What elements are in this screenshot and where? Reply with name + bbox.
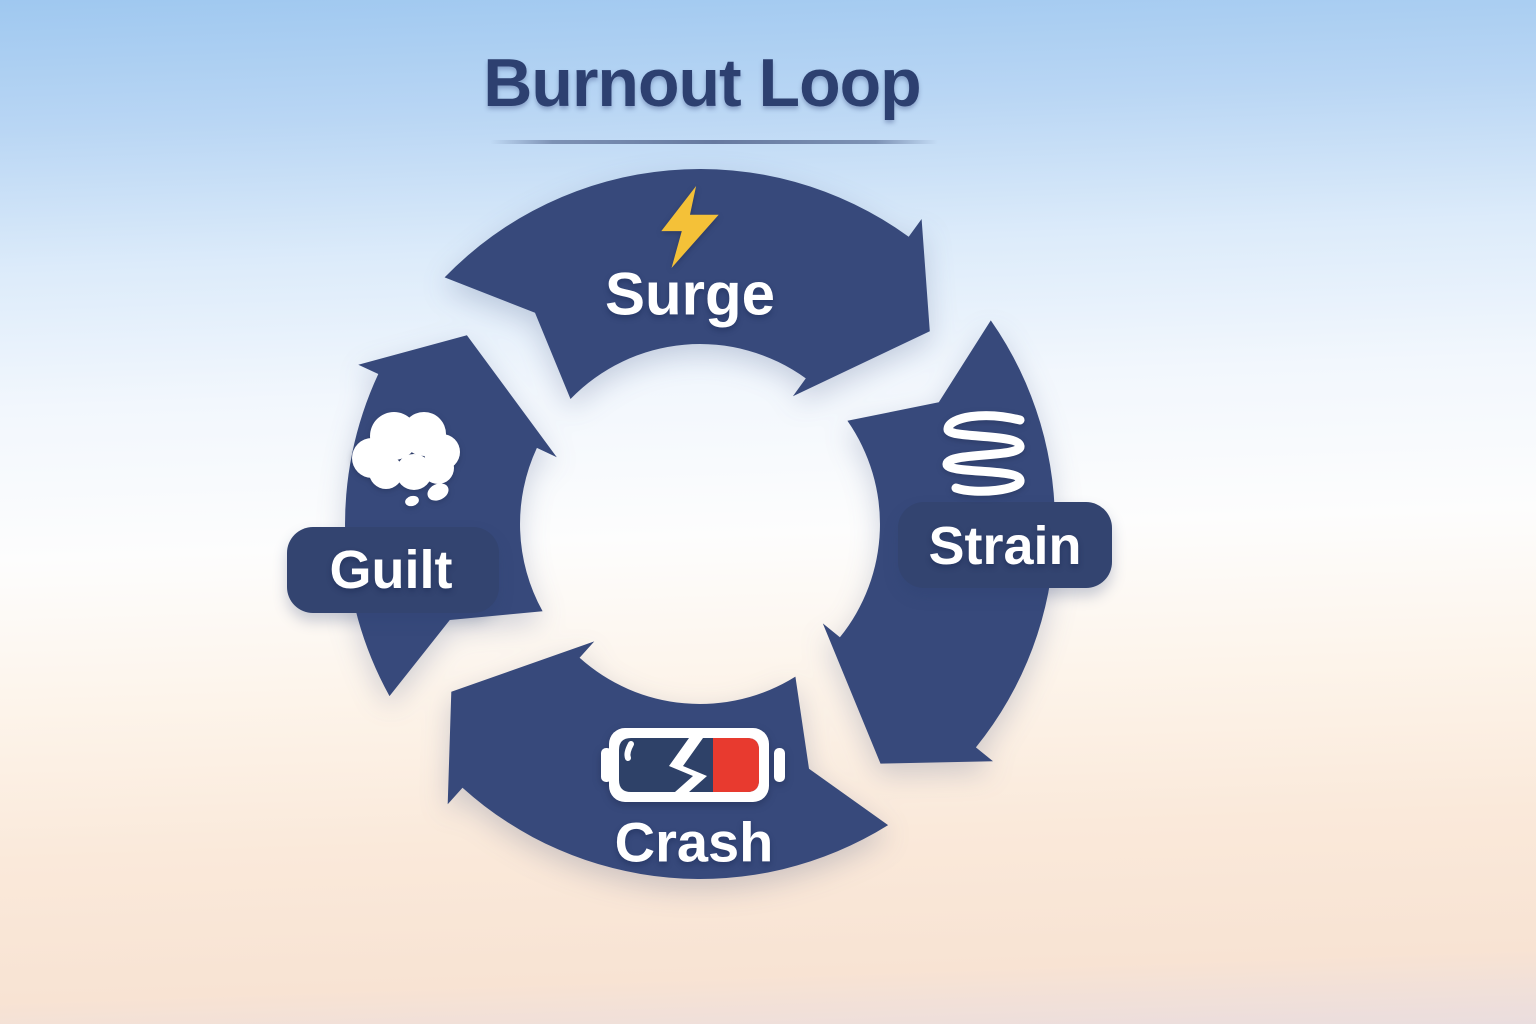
stage-label-strain: Strain — [928, 516, 1082, 576]
page-title: Burnout Loop — [483, 45, 921, 121]
lightning-bolt-shape — [661, 186, 719, 268]
coil-spring-shape — [942, 411, 1025, 496]
thought-cloud-shape — [352, 412, 460, 507]
thought-cloud-icon — [352, 412, 460, 507]
broken-battery-icon — [601, 728, 785, 802]
stage-label-surge: Surge — [604, 260, 776, 328]
title-underline — [490, 140, 938, 144]
stage-label-crash: Crash — [614, 810, 774, 874]
coil-spring-icon — [942, 411, 1025, 496]
strain-badge — [898, 502, 1112, 588]
stage-label-guilt: Guilt — [329, 540, 453, 600]
cycle-arc-surge — [444, 168, 930, 399]
cycle-arc-guilt — [345, 335, 557, 697]
guilt-badge — [287, 527, 499, 613]
lightning-bolt-icon — [661, 186, 719, 268]
broken-battery-shape — [601, 728, 785, 802]
